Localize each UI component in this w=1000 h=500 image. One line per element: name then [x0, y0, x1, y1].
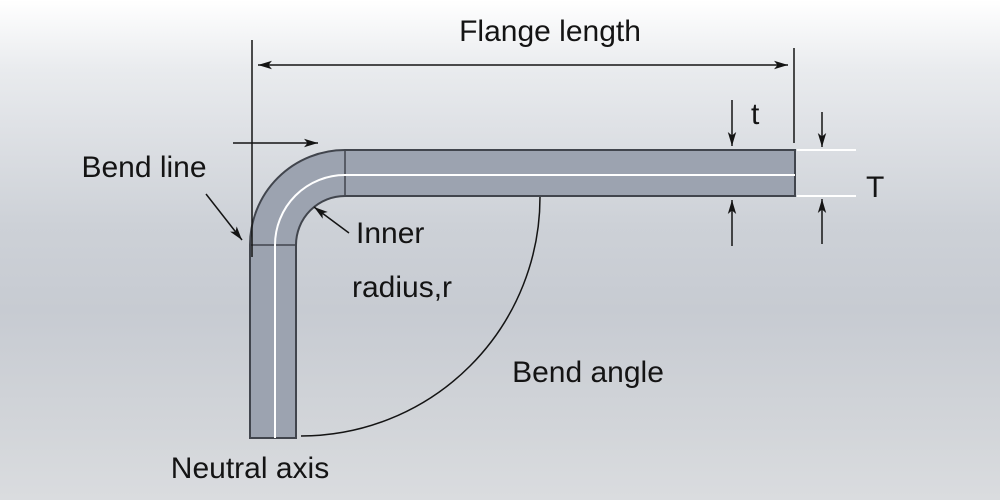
bend-line-arrow-diagonal — [205, 193, 243, 241]
bend-angle-arc — [300, 196, 541, 437]
flange-length-label: Flange length — [459, 15, 641, 48]
bend-line-label: Bend line — [81, 151, 206, 184]
inner-radius-label-line1: Inner — [356, 217, 424, 250]
T-label: T — [866, 171, 884, 204]
inner-radius-arrow — [313, 206, 350, 234]
neutral-axis-label: Neutral axis — [171, 452, 329, 485]
neutral-axis-line — [274, 174, 795, 438]
bend-angle-label: Bend angle — [512, 356, 664, 389]
inner-radius-label-line2: radius,r — [352, 271, 452, 304]
t-label: t — [751, 98, 760, 131]
sheet-metal-part — [249, 149, 796, 439]
